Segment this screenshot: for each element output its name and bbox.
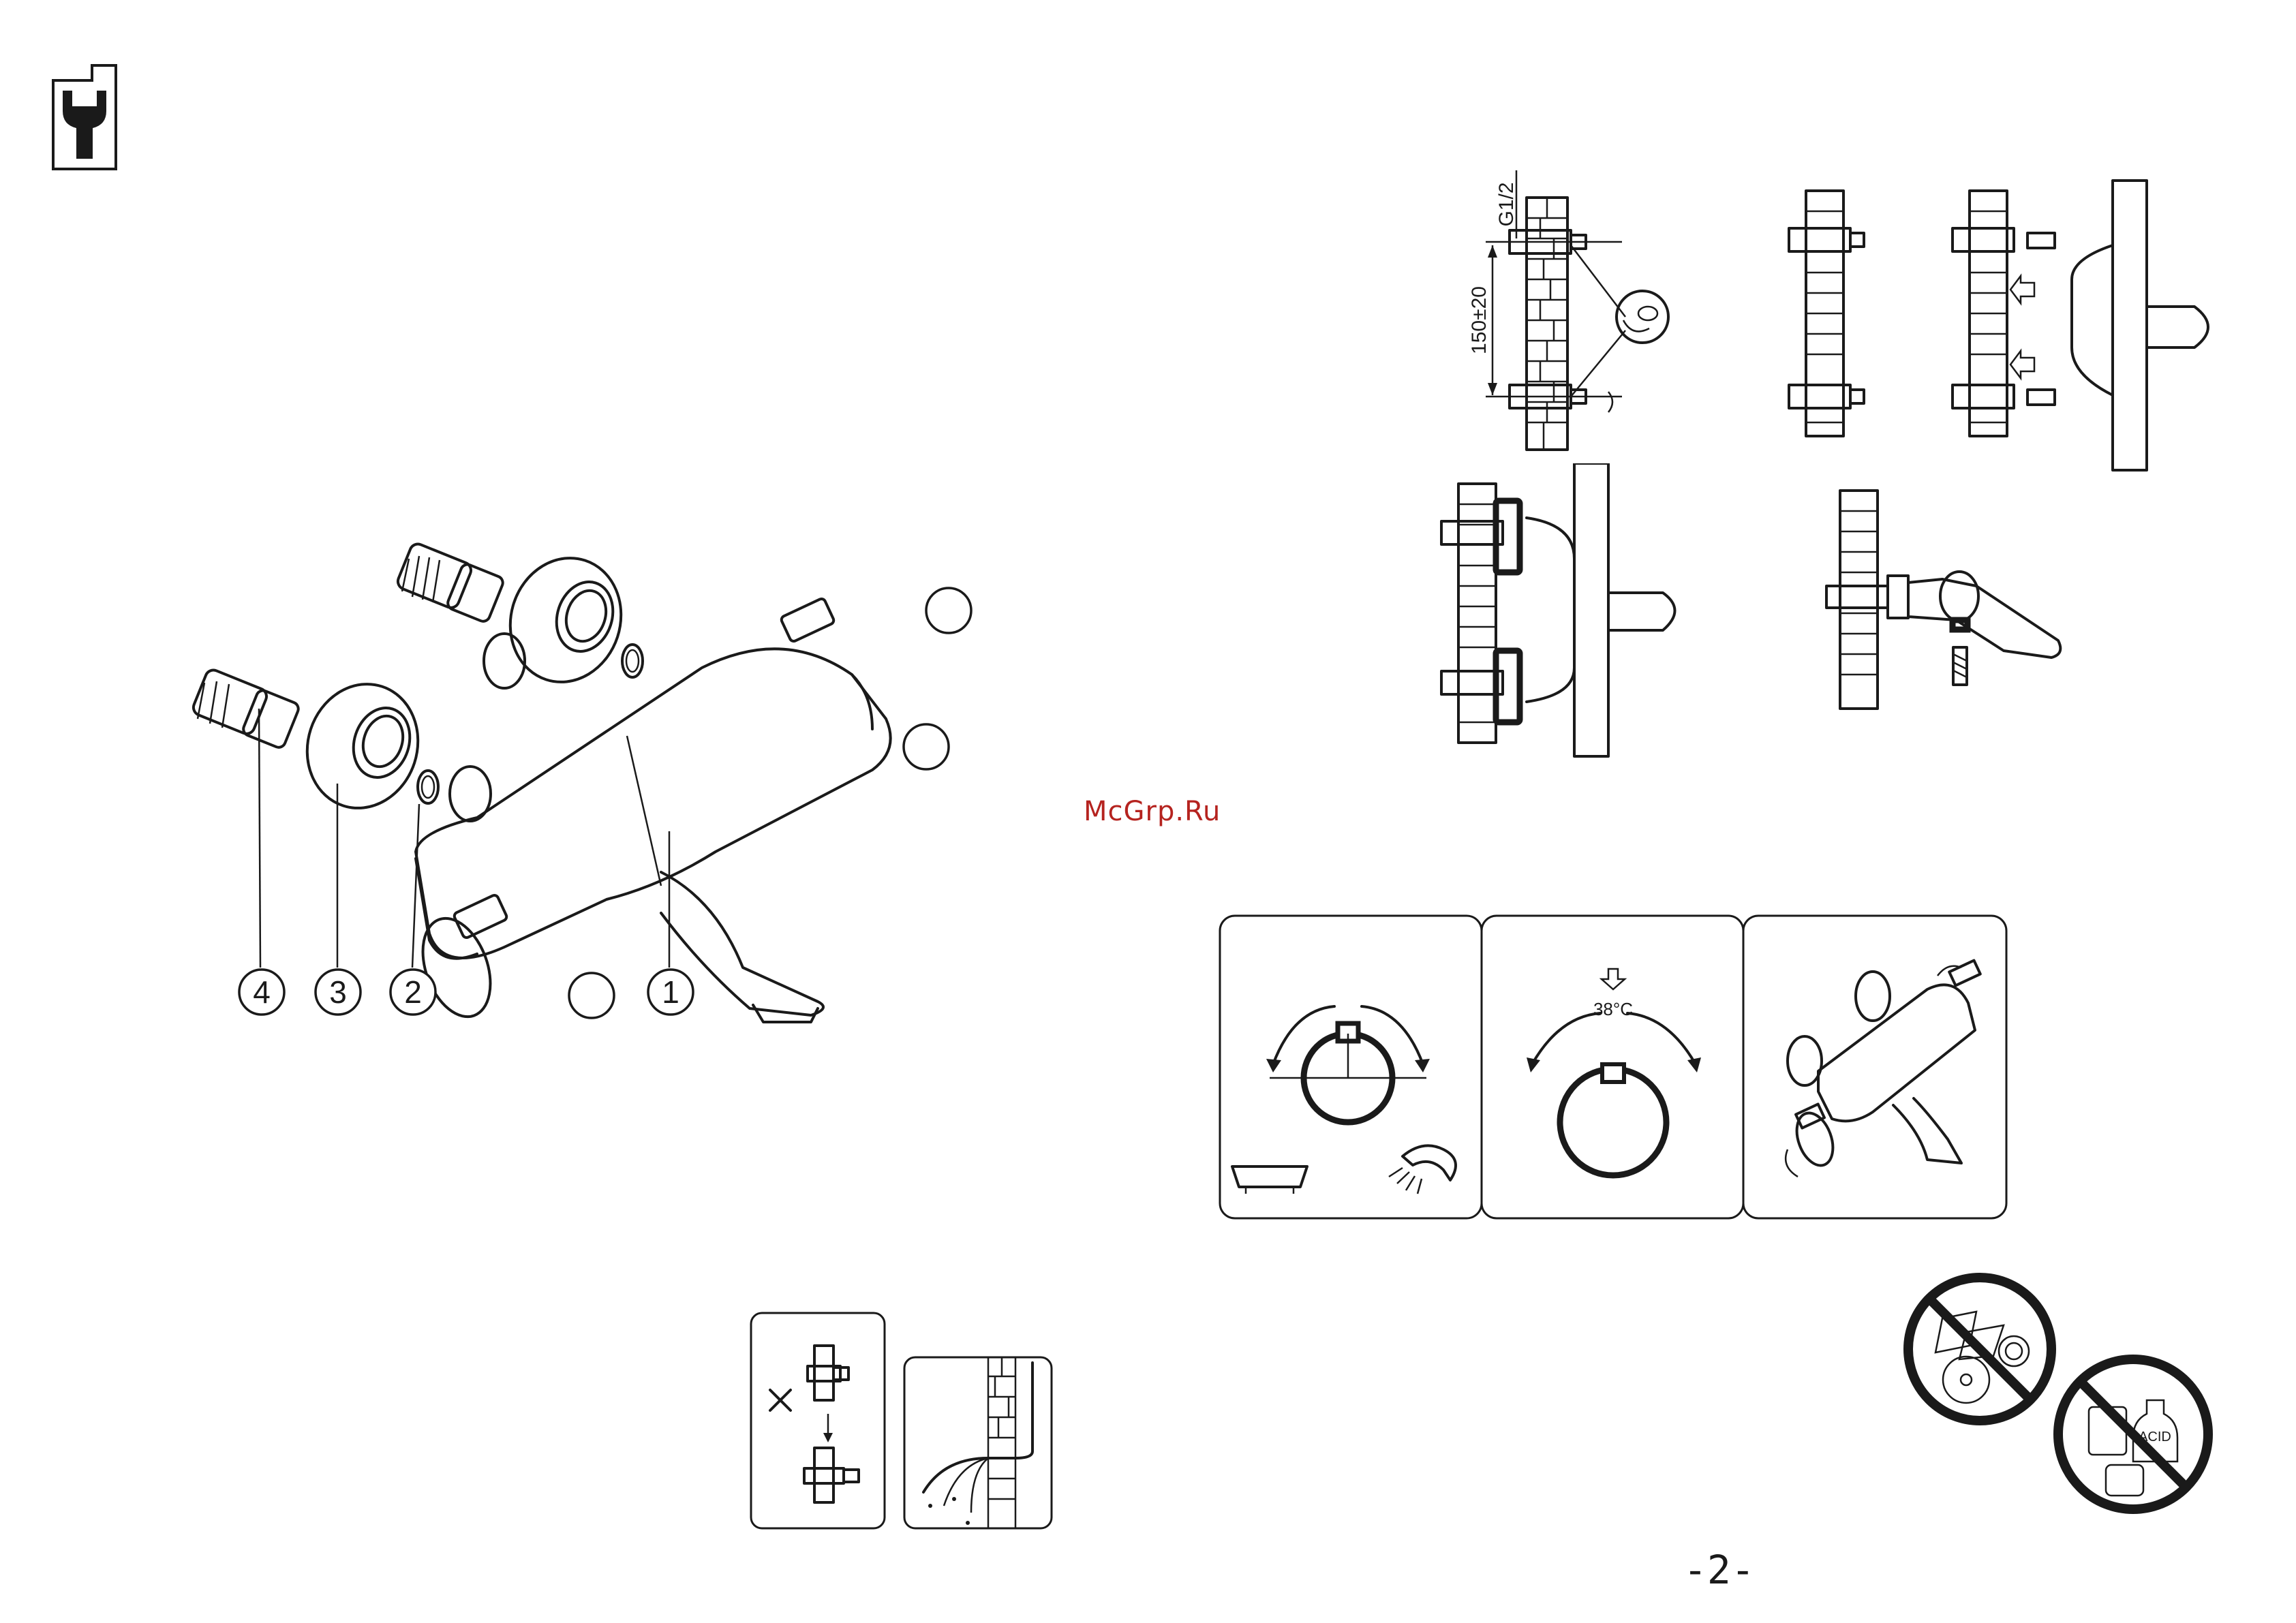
panel-flow-selector bbox=[1220, 916, 1482, 1218]
no-acid-chemicals-sign: ACID bbox=[2051, 1352, 2215, 1516]
warning-drainage-panel bbox=[903, 1356, 1053, 1530]
callout-blank-c bbox=[567, 971, 616, 1020]
callout-2: 2 bbox=[388, 968, 438, 1017]
cover-rosette-upper bbox=[494, 544, 637, 696]
no-abrasive-tools-sign bbox=[1901, 1271, 2058, 1427]
installation-connectors-diagram bbox=[1758, 177, 2249, 477]
warning-bolt-panel bbox=[750, 1312, 886, 1530]
page-number: -2- bbox=[1683, 1547, 1755, 1593]
svg-text:38°C: 38°C bbox=[1593, 999, 1633, 1019]
svg-text:3: 3 bbox=[329, 974, 347, 1010]
installation-spout-diagram bbox=[1799, 484, 2085, 729]
temperature-instruction-panels: 38°C bbox=[1219, 914, 2009, 1221]
cover-rosette-lower bbox=[291, 670, 433, 822]
svg-text:1: 1 bbox=[662, 974, 679, 1010]
panel-handles bbox=[1743, 916, 2006, 1218]
installation-dimensions-diagram: G1/2 150±20 bbox=[1445, 150, 1677, 457]
installation-mounted-diagram bbox=[1418, 463, 1704, 763]
eccentric-connector-lower bbox=[191, 668, 300, 749]
svg-text:2: 2 bbox=[404, 974, 422, 1010]
sealing-tape-icon bbox=[1617, 291, 1668, 343]
svg-text:G1/2: G1/2 bbox=[1495, 182, 1518, 226]
watermark: McGrp.Ru bbox=[1084, 796, 1221, 827]
svg-text:150±20: 150±20 bbox=[1468, 286, 1490, 354]
wrench-icon bbox=[48, 60, 123, 176]
mixer-body bbox=[410, 598, 891, 1026]
eccentric-connector-upper bbox=[395, 542, 504, 623]
callout-3: 3 bbox=[313, 968, 363, 1017]
callout-blank-b bbox=[902, 722, 951, 771]
callout-4: 4 bbox=[237, 968, 286, 1017]
callout-1: 1 bbox=[646, 968, 695, 1017]
svg-text:4: 4 bbox=[253, 974, 271, 1010]
callout-blank-a bbox=[924, 586, 973, 635]
